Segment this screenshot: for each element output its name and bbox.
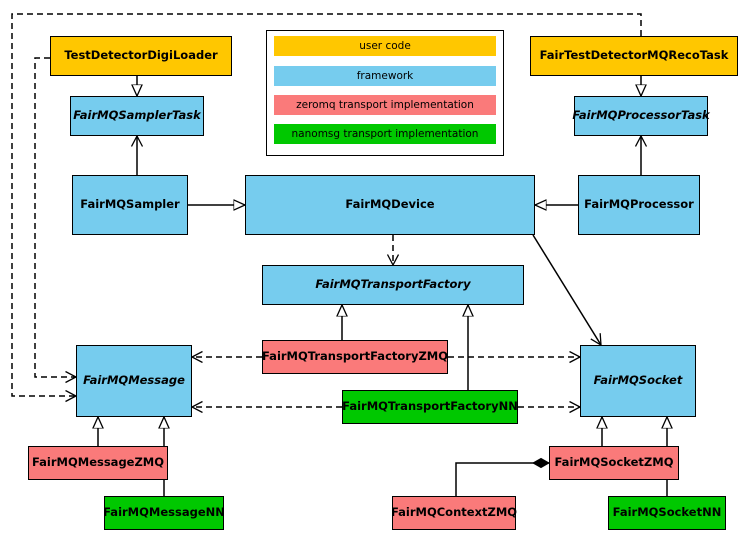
class-node-fairmqtransportfactoryzmq[interactable]: FairMQTransportFactoryZMQ [262, 340, 448, 374]
legend-item-zeromq: zeromq transport implementation [274, 95, 496, 115]
class-node-fairmqmessagezmq[interactable]: FairMQMessageZMQ [28, 446, 168, 480]
class-label: FairMQMessage [83, 373, 185, 388]
class-label: FairMQTransportFactoryNN [342, 399, 518, 414]
class-node-fairmqsocket[interactable]: FairMQSocket [580, 345, 696, 417]
class-label: FairMQTransportFactory [315, 277, 471, 292]
class-label: FairMQSampler [80, 197, 180, 212]
legend-label-zeromq: zeromq transport implementation [296, 99, 474, 111]
legend-item-framework: framework [274, 66, 496, 86]
class-label: FairMQSocketNN [612, 505, 722, 520]
class-label: FairMQDevice [345, 197, 435, 212]
class-node-fairmqsampler[interactable]: FairMQSampler [72, 175, 188, 235]
class-node-fairmqtransportfactory[interactable]: FairMQTransportFactory [262, 265, 524, 305]
class-label: FairTestDetectorMQRecoTask [539, 48, 729, 63]
class-node-fairmqprocessortask[interactable]: FairMQProcessorTask [572, 96, 710, 136]
class-label: FairMQMessageZMQ [31, 455, 165, 470]
edge-device-to-socket [532, 234, 601, 345]
edge-socketzmq-composes-contextzmq [455, 457, 551, 496]
class-label: FairMQSocket [593, 373, 683, 388]
class-label: TestDetectorDigiLoader [64, 48, 218, 63]
class-label: FairMQProcessor [584, 197, 694, 212]
class-node-fairmqcontextzmq[interactable]: FairMQContextZMQ [390, 496, 518, 530]
legend-item-nanomsg: nanomsg transport implementation [274, 124, 496, 144]
class-label: FairMQSocketZMQ [554, 455, 674, 470]
class-label: FairMQProcessorTask [572, 108, 710, 123]
class-node-fairtestdetectormqrecotask[interactable]: FairTestDetectorMQRecoTask [530, 36, 738, 76]
class-node-fairmqtransportfactorynn[interactable]: FairMQTransportFactoryNN [342, 390, 518, 424]
class-node-fairmqsocketzmq[interactable]: FairMQSocketZMQ [549, 446, 679, 480]
class-label: FairMQTransportFactoryZMQ [262, 349, 449, 364]
class-label: FairMQMessageNN [103, 505, 225, 520]
class-node-fairmqmessagenn[interactable]: FairMQMessageNN [103, 496, 225, 530]
legend-label-framework: framework [356, 70, 414, 82]
class-label: FairMQSamplerTask [73, 108, 201, 123]
class-node-testdetectordigiloader[interactable]: TestDetectorDigiLoader [50, 36, 232, 76]
class-node-fairmqsamplertask[interactable]: FairMQSamplerTask [70, 96, 204, 136]
class-node-fairmqprocessor[interactable]: FairMQProcessor [578, 175, 700, 235]
legend-label-user-code: user code [359, 40, 411, 52]
class-node-fairmqsocketnn[interactable]: FairMQSocketNN [608, 496, 726, 530]
class-node-fairmqmessage[interactable]: FairMQMessage [76, 345, 192, 417]
class-label: FairMQContextZMQ [390, 505, 518, 520]
class-node-fairmqdevice[interactable]: FairMQDevice [245, 175, 535, 235]
legend-label-nanomsg: nanomsg transport implementation [291, 128, 479, 140]
legend-item-user-code: user code [274, 36, 496, 56]
